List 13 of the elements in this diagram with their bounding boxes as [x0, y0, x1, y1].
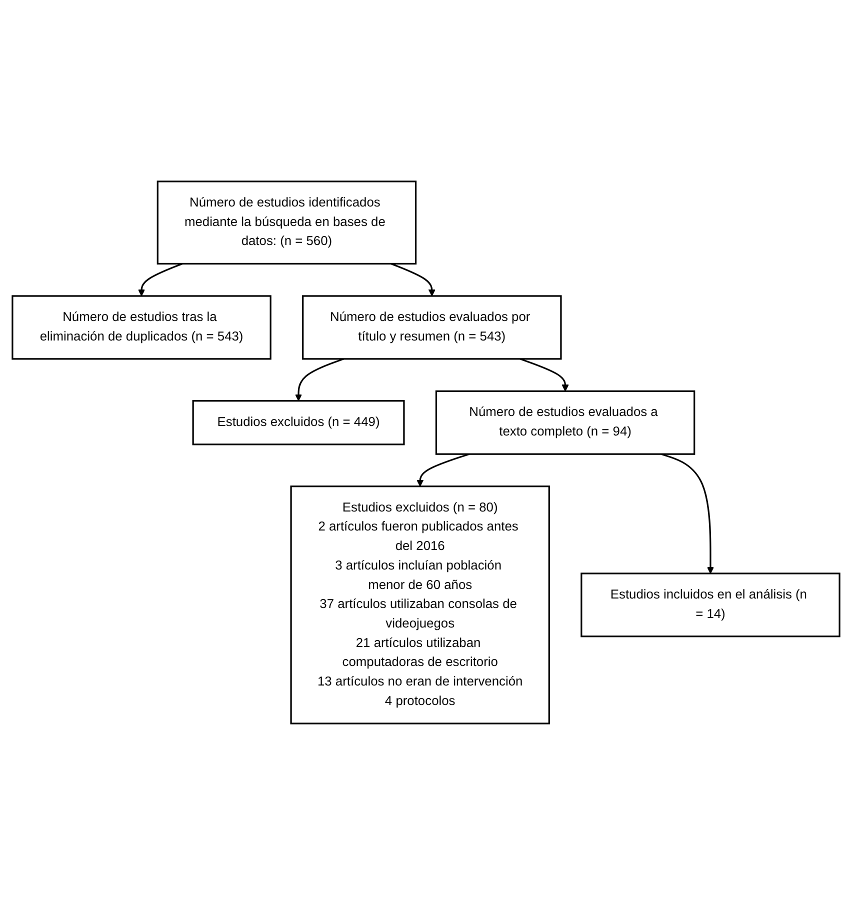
arrow [661, 453, 714, 574]
node-box: Estudios excluidos (n = 449) [192, 400, 405, 446]
node-box: Estudios incluidos en el análisis (n = 14) [580, 572, 840, 638]
node-box: Número de estudios tras la eliminación de duplicados (n = 543) [12, 295, 272, 360]
arrow [416, 453, 470, 487]
node-box: Número de estudios evaluados por título y resumen (n = 543) [302, 295, 562, 360]
node-box: Número de estudios identificados mediante la búsqueda en bases de datos: (n = 560) [156, 180, 417, 265]
arrow [520, 358, 569, 392]
node-box: Número de estudios evaluados a texto completo (n = 94) [435, 390, 696, 455]
arrow [138, 263, 183, 296]
arrow [390, 263, 436, 296]
arrow [294, 358, 344, 402]
node-box: Estudios excluidos (n = 80) 2 artículos fueron publicados antes del 2016 3 artículos incluían población menor de 60 años 37 artículos utilizaban consolas de videojuegos 21 artículos utilizaban computadoras de escritorio 13 artículos no eran de intervención 4 protocolos [290, 486, 550, 724]
